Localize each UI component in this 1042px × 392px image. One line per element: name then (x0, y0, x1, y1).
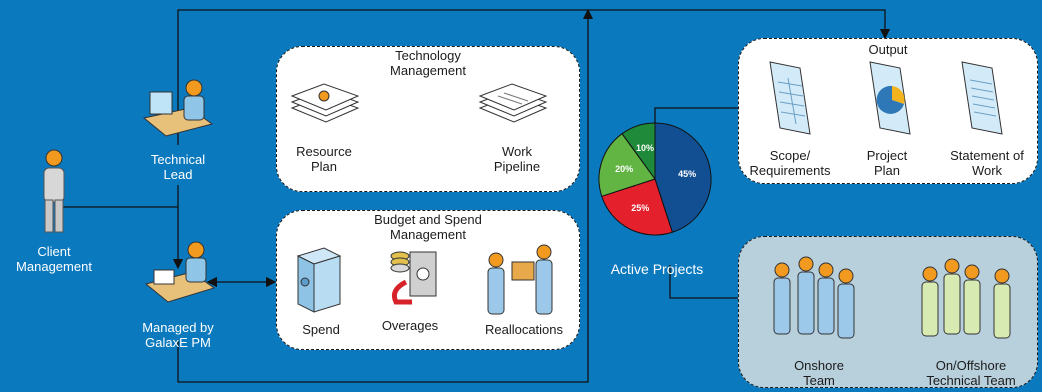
statement-of-work-icon (961, 61, 1003, 135)
work-pipeline-icon (478, 83, 548, 123)
pie-label-3: 10% (636, 143, 654, 153)
scope-requirements-icon (769, 61, 811, 135)
pm-desk-icon (144, 241, 216, 303)
pie-slice-0 (654, 122, 712, 233)
onshore-team-icon (773, 256, 855, 339)
offshore-team-icon (921, 258, 1011, 339)
project-plan-icon (869, 61, 911, 135)
overages-vault-icon (390, 251, 437, 305)
overages-label: Overages (381, 318, 439, 333)
pie-chart-title: Active Projects (610, 261, 704, 277)
client-person-icon (43, 149, 65, 233)
tech-lead-desk-icon (142, 79, 214, 137)
reallocations-icon (487, 244, 553, 315)
spend-building-icon (296, 247, 342, 313)
pie-label-1: 25% (631, 203, 649, 213)
pie-slice-2 (598, 132, 656, 197)
pie-label-2: 20% (615, 164, 633, 174)
scope-label: Scope/Requirements (749, 148, 831, 178)
spend-label: Spend (302, 322, 340, 337)
pie-label-0: 45% (678, 169, 696, 179)
output-panel-title: Output (868, 42, 908, 57)
reallocations-label: Reallocations (484, 322, 564, 337)
active-projects-pie: 45% 25% 20% 10% (598, 122, 712, 236)
pie-slice-3 (621, 122, 656, 181)
resource-plan-icon (290, 83, 360, 123)
pie-slice-1 (601, 178, 673, 236)
